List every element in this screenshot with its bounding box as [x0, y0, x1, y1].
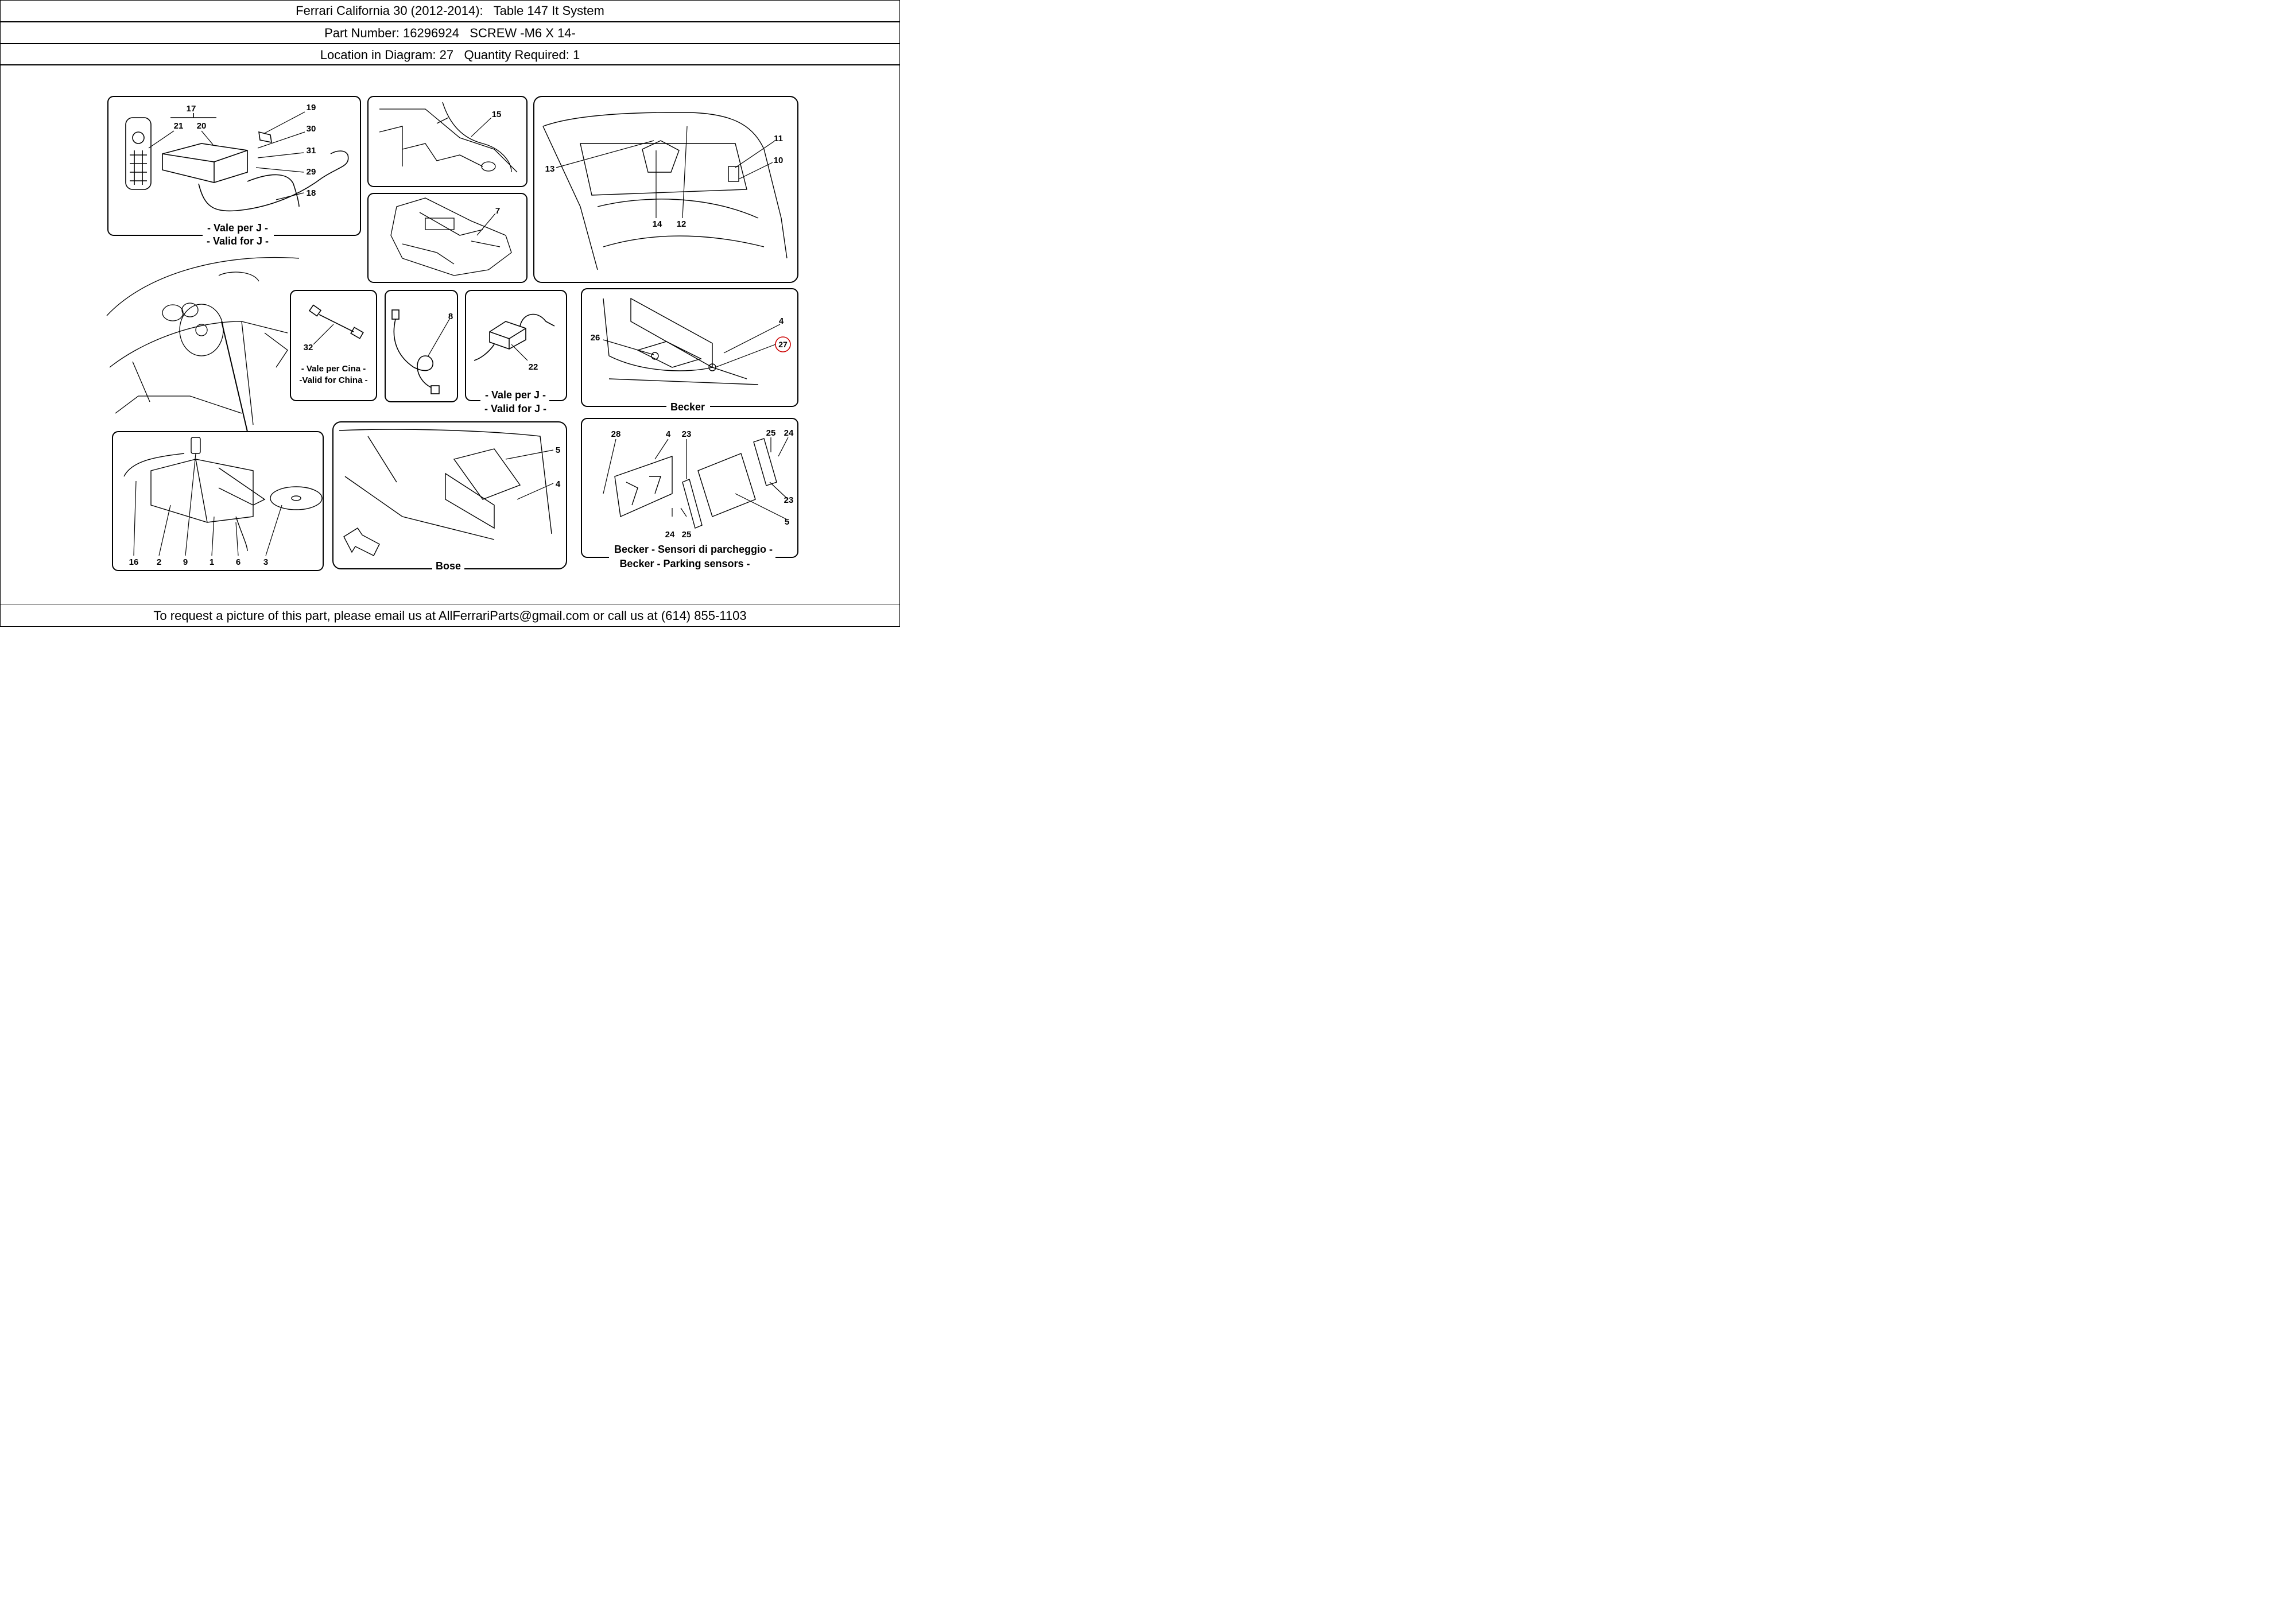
callout-30: 30 — [307, 124, 316, 134]
callout-2: 2 — [157, 557, 161, 567]
leader-7 — [476, 213, 496, 236]
leader-15 — [471, 117, 492, 137]
table-title: Table 147 It System — [493, 3, 604, 18]
callout-24: 24 — [665, 530, 675, 540]
callout-4: 4 — [779, 316, 784, 326]
cabin-drawing — [106, 257, 300, 425]
trunk-lid-drawing — [542, 112, 788, 270]
leader-cabin-to-head-unit — [221, 321, 248, 432]
callout-4: 4 — [666, 429, 671, 439]
callout-6: 6 — [236, 557, 241, 567]
callout-17: 17 — [187, 104, 196, 114]
antenna-box-22 — [474, 313, 555, 361]
callout-23: 23 — [682, 429, 692, 439]
bose-trunk-drawing — [339, 429, 552, 556]
becker-bracket-drawing — [603, 297, 759, 385]
callout-5: 5 — [556, 445, 560, 455]
leader-lines-sensors — [603, 437, 789, 520]
callout-31: 31 — [307, 146, 316, 156]
callout-25: 25 — [766, 428, 776, 438]
caption-becker: Becker — [670, 401, 705, 413]
location-bar: Location in Diagram: 27 Quantity Require… — [0, 44, 900, 65]
callout-21: 21 — [174, 121, 184, 131]
callout-32: 32 — [304, 343, 313, 352]
diagram-frame: 17 21 20 19 30 31 29 18 15 7 11 10 13 14… — [0, 65, 900, 604]
caption-valid-for-china: -Valid for China - — [299, 375, 367, 385]
callout-22: 22 — [529, 362, 538, 372]
panel-china — [290, 290, 377, 401]
callout-23: 23 — [784, 495, 794, 505]
callout-16: 16 — [129, 557, 139, 567]
leader-lines-becker — [603, 324, 781, 368]
model-title: Ferrari California 30 (2012-2014): — [296, 3, 483, 18]
caption-sensori-parcheggio: Becker - Sensori di parcheggio - — [614, 544, 773, 555]
quantity-required: Quantity Required: 1 — [464, 48, 580, 62]
panel-top-right — [533, 96, 798, 283]
leader-lines-bose — [505, 449, 554, 500]
leader-32 — [313, 324, 334, 345]
part-number-bar: Part Number: 16296924 SCREW -M6 X 14- — [0, 22, 900, 44]
exploded-diagram: 17 21 20 19 30 31 29 18 15 7 11 10 13 14… — [106, 96, 798, 572]
console-drawing — [390, 197, 512, 276]
callout-24: 24 — [784, 428, 794, 438]
caption-valid-for-j-2: - Valid for J - — [484, 403, 546, 414]
callout-27: 27 — [778, 340, 788, 349]
caption-valid-for-j: - Valid for J - — [207, 235, 269, 247]
panel-becker — [581, 288, 798, 407]
caption-vale-per-cina: - Vale per Cina - — [301, 364, 366, 374]
callout-20: 20 — [197, 121, 207, 131]
callout-5: 5 — [785, 517, 789, 527]
caption-bose: Bose — [436, 560, 461, 572]
callout-8: 8 — [448, 312, 453, 321]
panel-bose — [332, 421, 567, 569]
part-number: Part Number: 16296924 — [324, 26, 459, 40]
leader-8 — [428, 319, 450, 356]
callout-28: 28 — [611, 429, 621, 439]
callout-19: 19 — [307, 103, 316, 113]
callout-7: 7 — [495, 206, 500, 216]
callout-25: 25 — [682, 530, 692, 540]
callout-18: 18 — [307, 188, 316, 198]
callout-10: 10 — [774, 156, 784, 165]
contact-footer: To request a picture of this part, pleas… — [0, 604, 900, 627]
title-bar: Ferrari California 30 (2012-2014): Table… — [0, 0, 900, 22]
panel-cable8 — [385, 290, 458, 402]
highlight-circle-27 — [775, 336, 791, 352]
leader-lines-top-left — [148, 111, 305, 200]
callout-14: 14 — [653, 219, 662, 229]
callout-26: 26 — [591, 333, 600, 343]
callout-1: 1 — [210, 557, 214, 567]
panel-head-unit — [112, 431, 324, 571]
callout-3: 3 — [263, 557, 268, 567]
part-description: SCREW -M6 X 14- — [470, 26, 576, 40]
callout-13: 13 — [545, 164, 555, 174]
adapter-cable-32 — [308, 304, 364, 339]
divider — [0, 64, 900, 65]
navigation-module-drawing — [125, 113, 349, 212]
caption-vale-per-j-2: - Vale per J - — [485, 389, 546, 401]
callout-4: 4 — [556, 479, 561, 489]
cable-8 — [391, 309, 440, 394]
callout-12: 12 — [677, 219, 687, 229]
diagram-location: Location in Diagram: 27 — [320, 48, 454, 62]
callout-15: 15 — [492, 110, 502, 119]
leader-lines-head-unit — [133, 453, 282, 556]
rear-body-drawing — [379, 102, 518, 173]
panel-top-mid-b — [367, 193, 528, 283]
head-unit-drawing — [123, 437, 323, 552]
callout-11: 11 — [774, 134, 783, 143]
parking-sensor-drawing — [614, 438, 777, 529]
caption-parking-sensors: Becker - Parking sensors - — [619, 558, 750, 569]
callout-29: 29 — [307, 167, 316, 177]
leader-22 — [511, 344, 528, 361]
panel-top-mid-a — [367, 96, 528, 187]
caption-vale-per-j: - Vale per J - — [207, 222, 268, 234]
panel-top-left — [107, 96, 361, 236]
callout-9: 9 — [183, 557, 188, 567]
leader-lines-top-right — [556, 126, 775, 219]
contact-text: To request a picture of this part, pleas… — [153, 608, 747, 623]
